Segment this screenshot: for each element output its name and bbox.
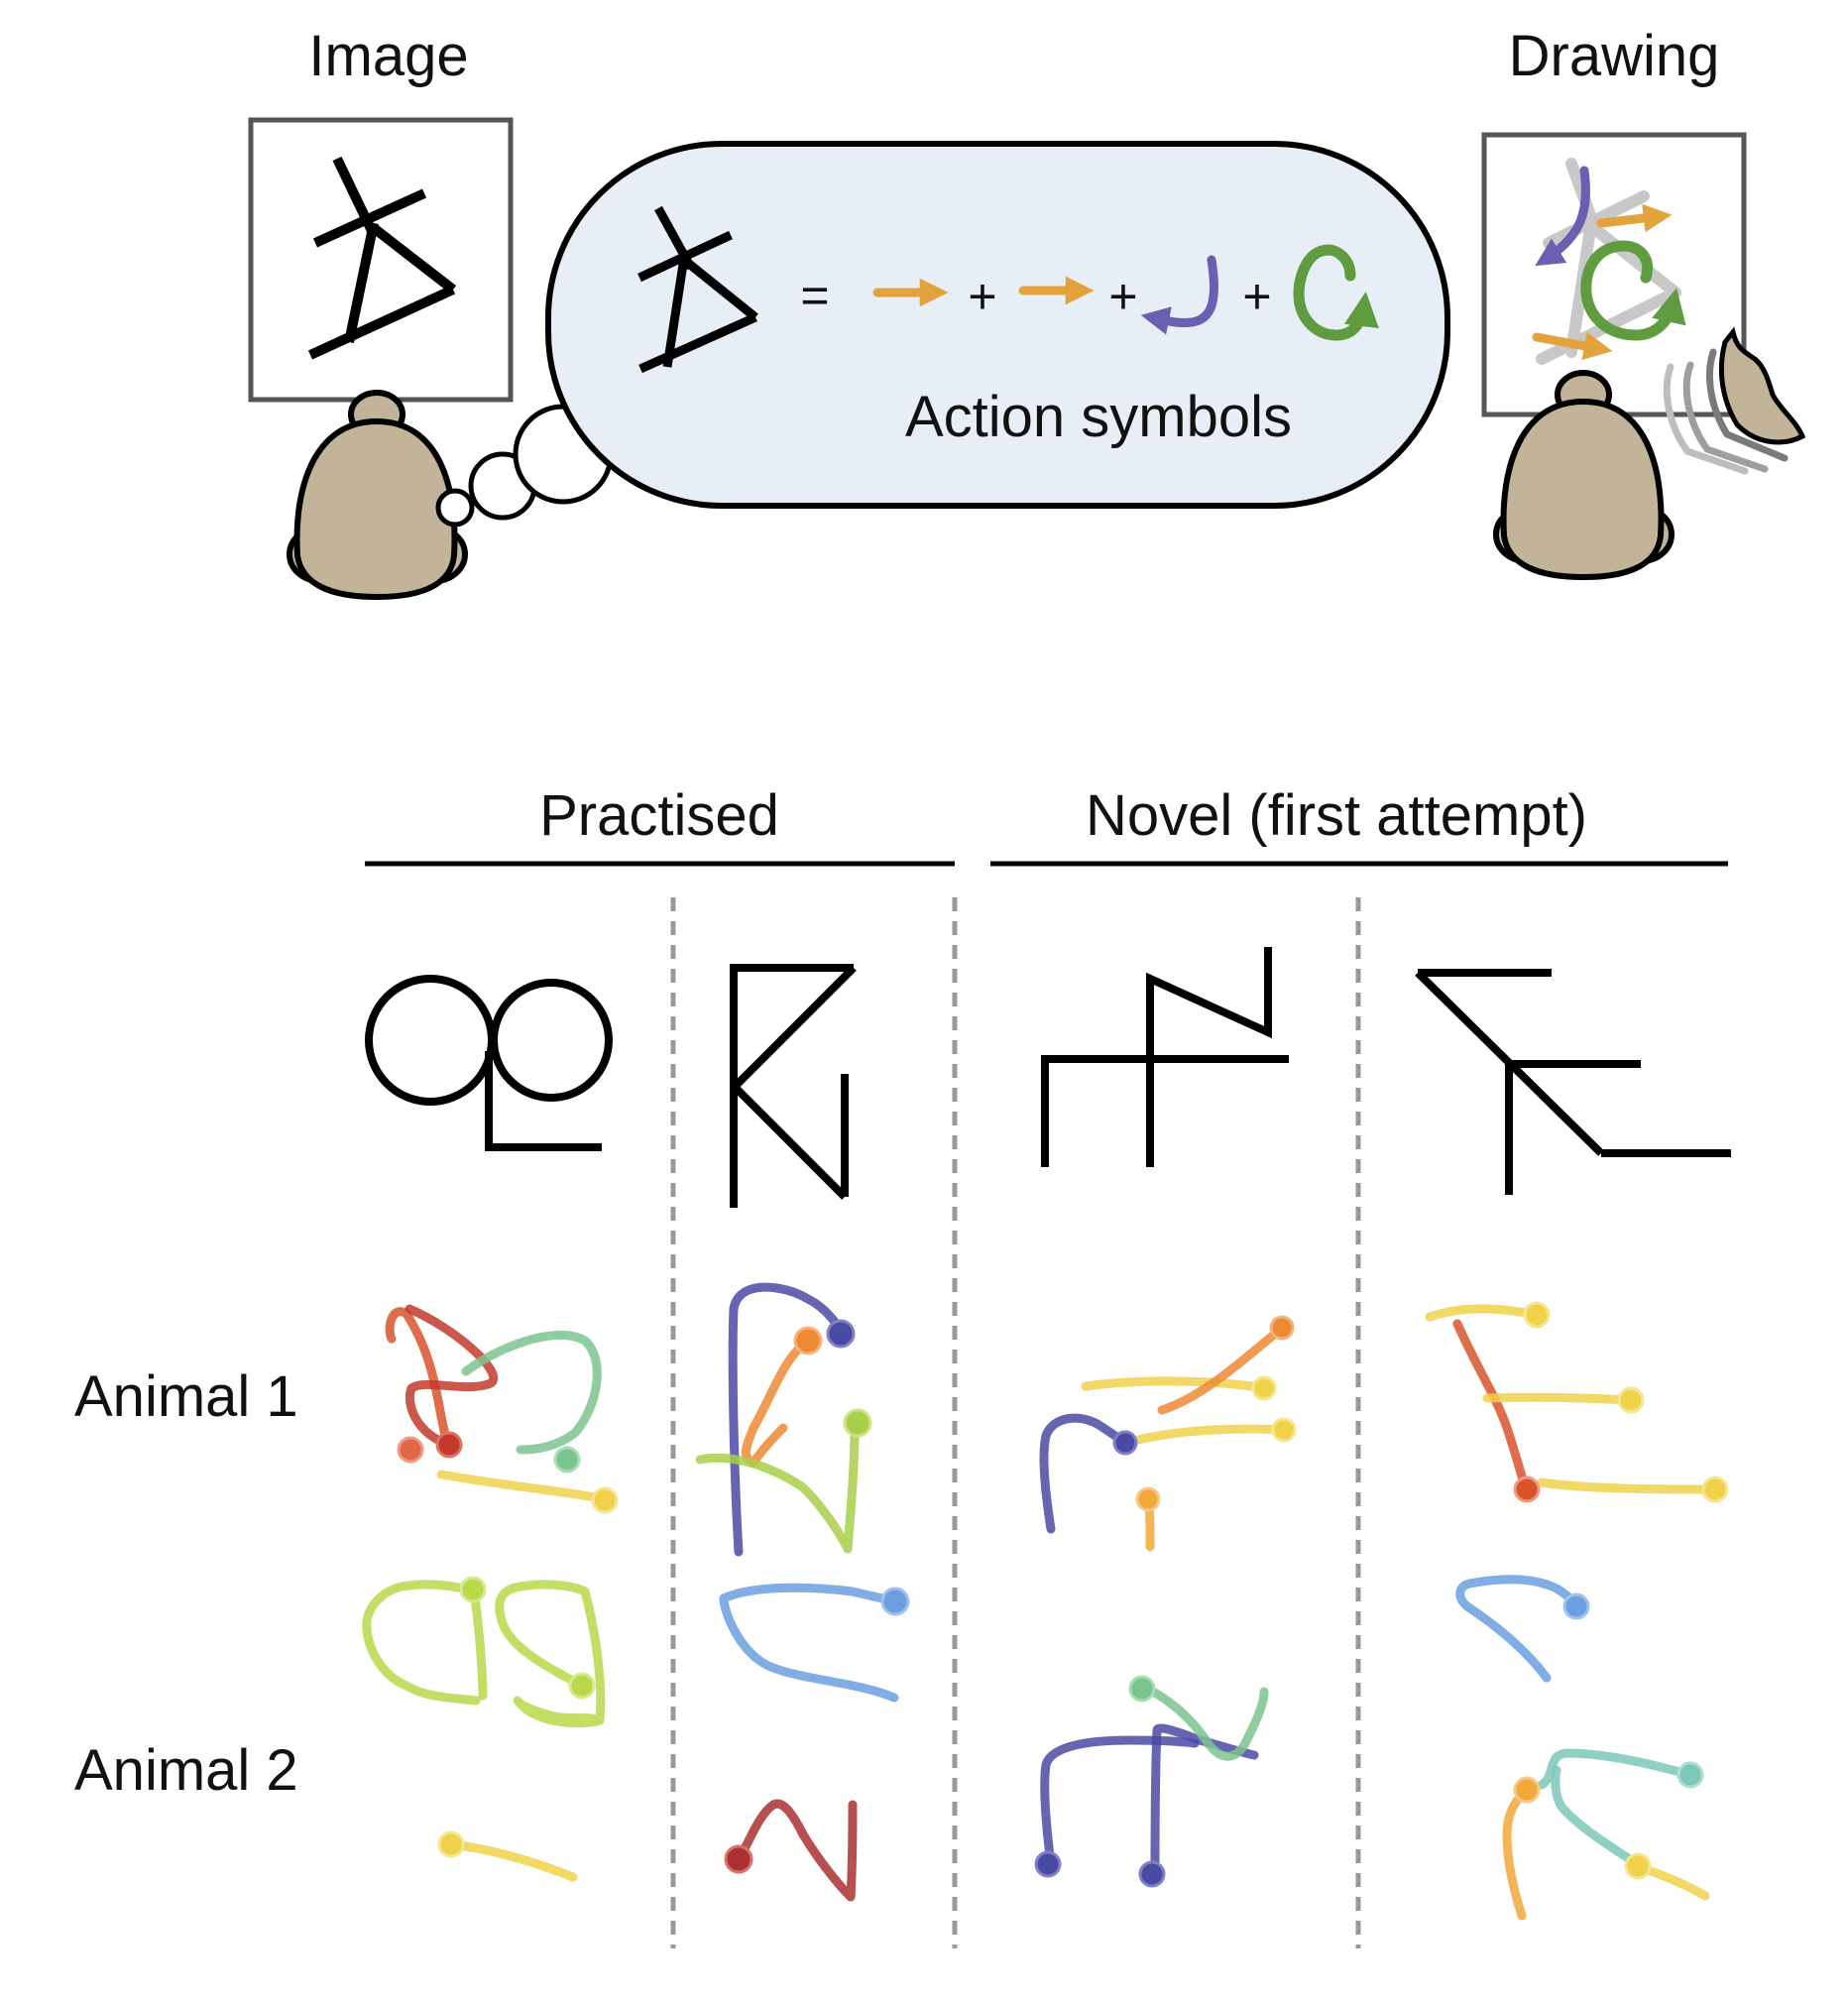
animal-1-practised-2-traces <box>695 1282 872 1557</box>
image-frame <box>248 117 514 403</box>
drawing-arrow-orange-1 <box>1596 203 1673 233</box>
animal-2-practised-1-traces <box>362 1576 606 1882</box>
drawing-label: Drawing <box>1509 24 1720 88</box>
equals-sign: = <box>800 268 829 323</box>
plus-sign-2: + <box>1108 269 1137 324</box>
image-label: Image <box>308 24 468 88</box>
animal-2-novel-2-traces <box>1455 1575 1710 1921</box>
row-label-animal-2: Animal 2 <box>74 1738 298 1803</box>
action-arrow-purple-hook <box>1140 255 1218 335</box>
animal-2-novel-1-traces <box>1034 1675 1269 1888</box>
drawing-arrow-green <box>1580 240 1686 341</box>
row-label-animal-1: Animal 1 <box>74 1364 298 1429</box>
animal-1-novel-1-traces <box>1039 1315 1297 1552</box>
animal-1-novel-2-traces <box>1425 1301 1729 1503</box>
action-arrow-green-loop <box>1293 244 1379 341</box>
target-glyph-practised-2 <box>730 964 857 1208</box>
bubble-glyph <box>637 205 758 374</box>
target-glyph-novel-2 <box>1415 969 1731 1195</box>
plus-sign-1: + <box>968 269 996 324</box>
image-target-glyph <box>307 156 457 360</box>
plus-sign-3: + <box>1242 269 1271 324</box>
top-panel: Image = <box>248 24 1806 601</box>
group-header-practised: Practised <box>539 783 779 848</box>
action-symbols-bubble <box>545 141 1450 509</box>
thought-bubble-small <box>435 488 475 528</box>
drawing-arrow-orange-2 <box>1532 331 1613 361</box>
hand-icon <box>1663 326 1806 475</box>
group-header-novel: Novel (first attempt) <box>1086 783 1587 848</box>
animal-1-practised-1-traces <box>385 1304 619 1514</box>
target-glyph-novel-1 <box>1041 947 1289 1167</box>
column-separators <box>670 897 1361 1948</box>
drawing-frame <box>1481 132 1747 417</box>
action-symbols-caption: Action symbols <box>905 385 1292 449</box>
monkey-head-right <box>1493 370 1675 581</box>
target-glyph-practised-1 <box>365 975 613 1151</box>
animal-2-practised-2-traces <box>719 1583 910 1902</box>
drawing-arrow-purple <box>1535 166 1590 267</box>
comparison-grid: Practised Novel (first attempt) <box>74 783 1731 1948</box>
monkey-head-left <box>287 390 468 601</box>
